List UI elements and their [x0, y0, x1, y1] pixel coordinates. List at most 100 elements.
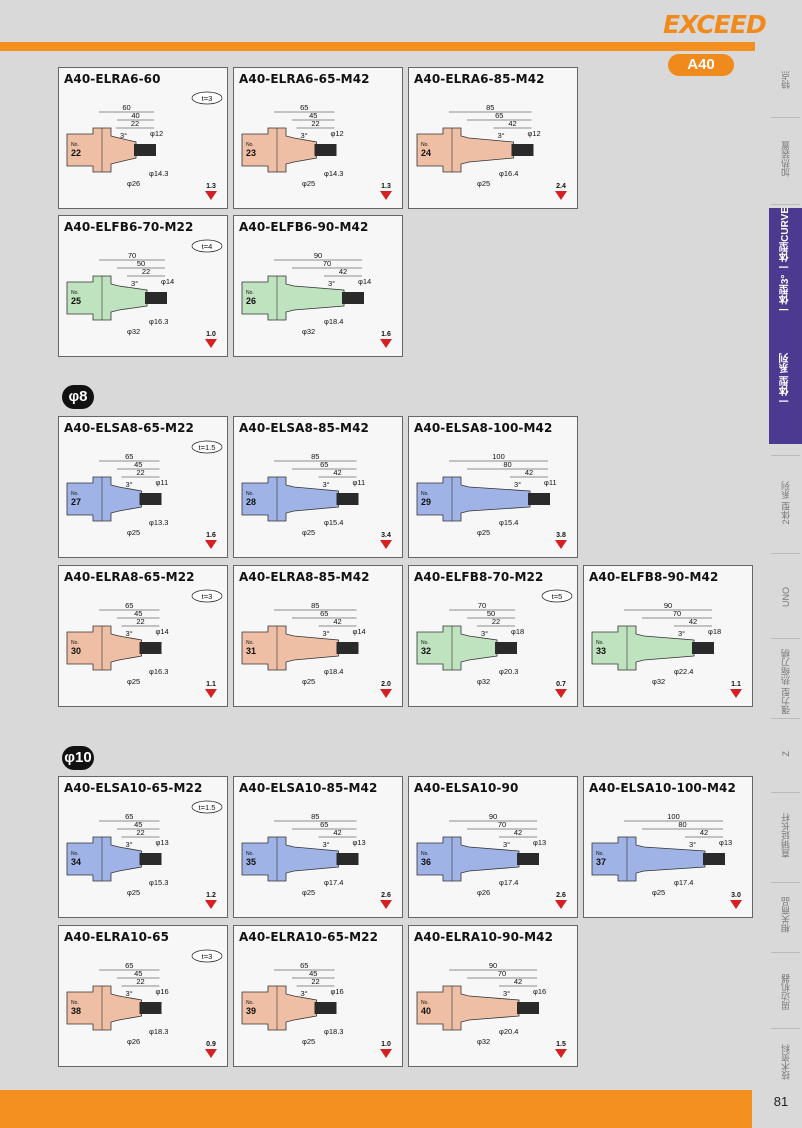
- tool-body: No.39: [241, 985, 337, 1031]
- sidebar-item-extension[interactable]: 直销延长杆: [781, 812, 791, 858]
- weight-label: 0.9: [206, 1041, 216, 1048]
- tool-body: No.25: [66, 275, 167, 321]
- weight-label: 0.7: [556, 681, 566, 688]
- length-label: 80: [678, 820, 686, 829]
- taper-angle: 3°: [328, 279, 335, 288]
- length-label: 65: [495, 111, 503, 120]
- model-number: 26: [246, 296, 256, 306]
- neck-diameter: φ15.4: [499, 518, 518, 527]
- neck-diameter: φ20.4: [499, 1027, 518, 1036]
- sidebar-item-tech-data[interactable]: 技术资料: [781, 1044, 791, 1080]
- down-arrow-icon: [205, 339, 217, 348]
- tool-body: No.26: [241, 275, 364, 321]
- sidebar-item-features[interactable]: 特点: [781, 70, 791, 89]
- model-no-label: No.: [421, 1000, 429, 1006]
- shank-diameter: φ26: [477, 888, 490, 897]
- sidebar-item-2piece-series[interactable]: 2体型 系列: [781, 481, 791, 525]
- weight-label: 1.0: [381, 1041, 391, 1048]
- down-arrow-icon: [380, 339, 392, 348]
- cutting-tool: [511, 144, 534, 156]
- length-label: 70: [128, 251, 136, 260]
- sidebar-item-integral-series[interactable]: 一体型 系列: [769, 314, 802, 444]
- model-number: 22: [71, 148, 81, 158]
- sidebar-item-heating[interactable]: 加热装置: [781, 141, 791, 177]
- model-number: 33: [596, 646, 606, 656]
- length-label: 42: [333, 617, 341, 626]
- weight-label: 1.0: [206, 331, 216, 338]
- length-label: 45: [134, 820, 142, 829]
- sidebar-item-z[interactable]: Z: [780, 751, 791, 757]
- holder-shape: [241, 836, 339, 882]
- model-number: 28: [246, 497, 256, 507]
- sidebar-item-power[interactable]: 强力型 热缩刀柄: [781, 649, 791, 715]
- taper-angle: 3°: [126, 840, 133, 849]
- length-label: 65: [125, 452, 133, 461]
- product-code: A40-ELFB6-70-M22: [64, 220, 194, 234]
- length-label: 80: [503, 460, 511, 469]
- taper-angle: 3°: [481, 629, 488, 638]
- sidebar-divider: [771, 455, 800, 456]
- down-arrow-icon: [555, 191, 567, 200]
- sidebar-item-uno[interactable]: UNO: [780, 587, 791, 607]
- model-number: 39: [246, 1006, 256, 1016]
- cutting-tool: [336, 493, 359, 505]
- taper-angle: 3°: [503, 840, 510, 849]
- length-label: 65: [300, 961, 308, 970]
- shank-diameter: φ25: [302, 1037, 315, 1046]
- product-code: A40-ELSA10-90: [414, 781, 519, 795]
- sidebar-divider: [771, 204, 800, 205]
- product-code: A40-ELRA10-90-M42: [414, 930, 554, 944]
- cutting-tool: [139, 642, 162, 654]
- neck-diameter: φ13.3: [149, 518, 168, 527]
- tip-diameter: φ12: [331, 129, 344, 138]
- sidebar-item-related[interactable]: 相关商品: [781, 897, 791, 933]
- sidebar-divider: [771, 952, 800, 953]
- neck-diameter: φ20.3: [499, 667, 518, 676]
- holder-shape: [66, 275, 148, 321]
- sidebar-item-3deg-curve[interactable]: 一体型3° 一体型CURVE: [769, 207, 802, 315]
- t-badge: [191, 239, 223, 253]
- sidebar-divider: [771, 1028, 800, 1029]
- shank-diameter: φ26: [127, 1037, 140, 1046]
- sidebar-item-peripheral[interactable]: 周边机器: [781, 974, 791, 1010]
- length-label: 42: [339, 267, 347, 276]
- shank-diameter: φ32: [652, 677, 665, 686]
- weight-label: 3.0: [731, 892, 741, 899]
- shank-diameter: φ25: [302, 179, 315, 188]
- tip-diameter: φ12: [528, 129, 541, 138]
- tool-body: No.31: [241, 625, 359, 671]
- length-label: 70: [478, 601, 486, 610]
- length-label: 42: [508, 119, 516, 128]
- length-label: 85: [311, 812, 319, 821]
- down-arrow-icon: [380, 540, 392, 549]
- weight-label: 1.1: [206, 681, 216, 688]
- product-code: A40-ELSA8-65-M22: [64, 421, 194, 435]
- length-label: 45: [309, 969, 317, 978]
- cutting-tool: [139, 1002, 162, 1014]
- taper-angle: 3°: [126, 989, 133, 998]
- cutting-tool: [314, 1002, 337, 1014]
- model-no-label: No.: [71, 851, 79, 857]
